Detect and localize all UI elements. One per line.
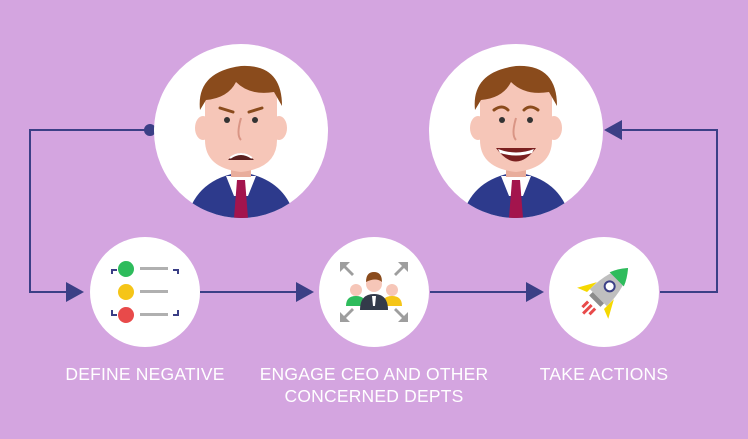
arrow-into-step3	[526, 282, 544, 302]
step-act-label: TAKE ACTIONS	[514, 363, 694, 385]
step-define-label: DEFINE NEGATIVE	[45, 363, 245, 385]
step-define-node	[90, 237, 200, 347]
connector-start-dot	[144, 124, 156, 136]
arrow-into-step2	[296, 282, 314, 302]
step-act-label-line: TAKE ACTIONS	[539, 364, 669, 384]
arrowheads	[66, 120, 622, 302]
rocket-icon	[577, 267, 629, 319]
arrow-into-step1	[66, 282, 84, 302]
checklist-icon	[111, 261, 179, 323]
step-engage-label-line2: CONCERNED DEPTS	[284, 386, 464, 406]
team-meeting-icon	[340, 262, 408, 322]
step-engage-node	[319, 237, 429, 347]
step-engage-label: ENGAGE CEO AND OTHER CONCERNED DEPTS	[244, 363, 504, 407]
connector-left-loop	[29, 129, 150, 293]
happy-businessman-icon	[429, 44, 603, 218]
sad-businessman-icon	[154, 44, 328, 218]
connectors	[29, 129, 718, 293]
arrow-into-happy	[604, 120, 622, 140]
step-engage-label-line1: ENGAGE CEO AND OTHER	[259, 364, 489, 384]
connector-right-loop	[620, 129, 718, 293]
step-act-node	[549, 237, 659, 347]
step-define-label-line: DEFINE NEGATIVE	[65, 364, 225, 384]
